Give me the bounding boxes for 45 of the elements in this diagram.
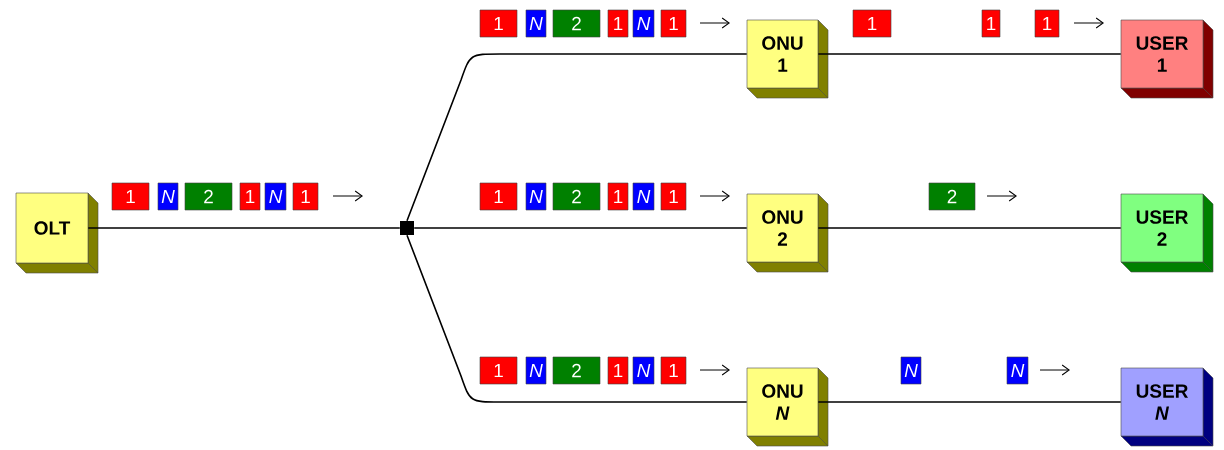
network-box: USER 2 — [1120, 193, 1214, 273]
data-packet: N — [632, 182, 655, 211]
fiber-line — [413, 227, 748, 229]
data-packet: 2 — [552, 356, 601, 385]
data-packet: N — [525, 356, 547, 385]
network-box: OLT — [15, 192, 99, 274]
data-packet: 1 — [239, 182, 261, 211]
fiber-line — [406, 234, 748, 403]
data-packet: 1 — [607, 182, 629, 211]
data-packet: 2 — [928, 182, 976, 211]
splitter-square — [400, 221, 414, 235]
network-box: ONU 2 — [746, 193, 829, 273]
data-packet: 1 — [479, 182, 518, 211]
data-packet: 2 — [552, 182, 601, 211]
data-packet: N — [525, 9, 547, 38]
data-packet: 1 — [852, 9, 892, 38]
data-packet: 1 — [981, 9, 1001, 38]
data-packet: 1 — [660, 356, 687, 385]
data-packet: N — [632, 9, 655, 38]
data-packet: 1 — [111, 182, 150, 211]
network-box: ONU 1 — [746, 19, 829, 99]
data-packet: 1 — [1034, 9, 1060, 38]
data-packet: 1 — [479, 9, 518, 38]
data-packet: N — [157, 182, 179, 211]
data-packet: 2 — [552, 9, 601, 38]
fiber-line — [406, 53, 748, 222]
data-packet: 1 — [607, 9, 629, 38]
fiber-line — [87, 227, 401, 229]
fiber-line — [817, 401, 1122, 403]
data-packet: 1 — [660, 9, 687, 38]
data-packet: 1 — [479, 356, 518, 385]
data-packet: 2 — [184, 182, 233, 211]
data-packet: 1 — [660, 182, 687, 211]
data-packet: 1 — [292, 182, 319, 211]
network-box: USER 1 — [1120, 19, 1214, 99]
fiber-line — [817, 227, 1122, 229]
fiber-line — [817, 53, 1122, 55]
data-packet: N — [264, 182, 287, 211]
network-box: USER N — [1120, 367, 1214, 447]
data-packet: N — [1006, 356, 1029, 385]
network-box: ONU N — [746, 367, 829, 447]
data-packet: N — [632, 356, 655, 385]
data-packet: N — [525, 182, 547, 211]
data-packet: 1 — [607, 356, 629, 385]
data-packet: N — [900, 356, 922, 385]
